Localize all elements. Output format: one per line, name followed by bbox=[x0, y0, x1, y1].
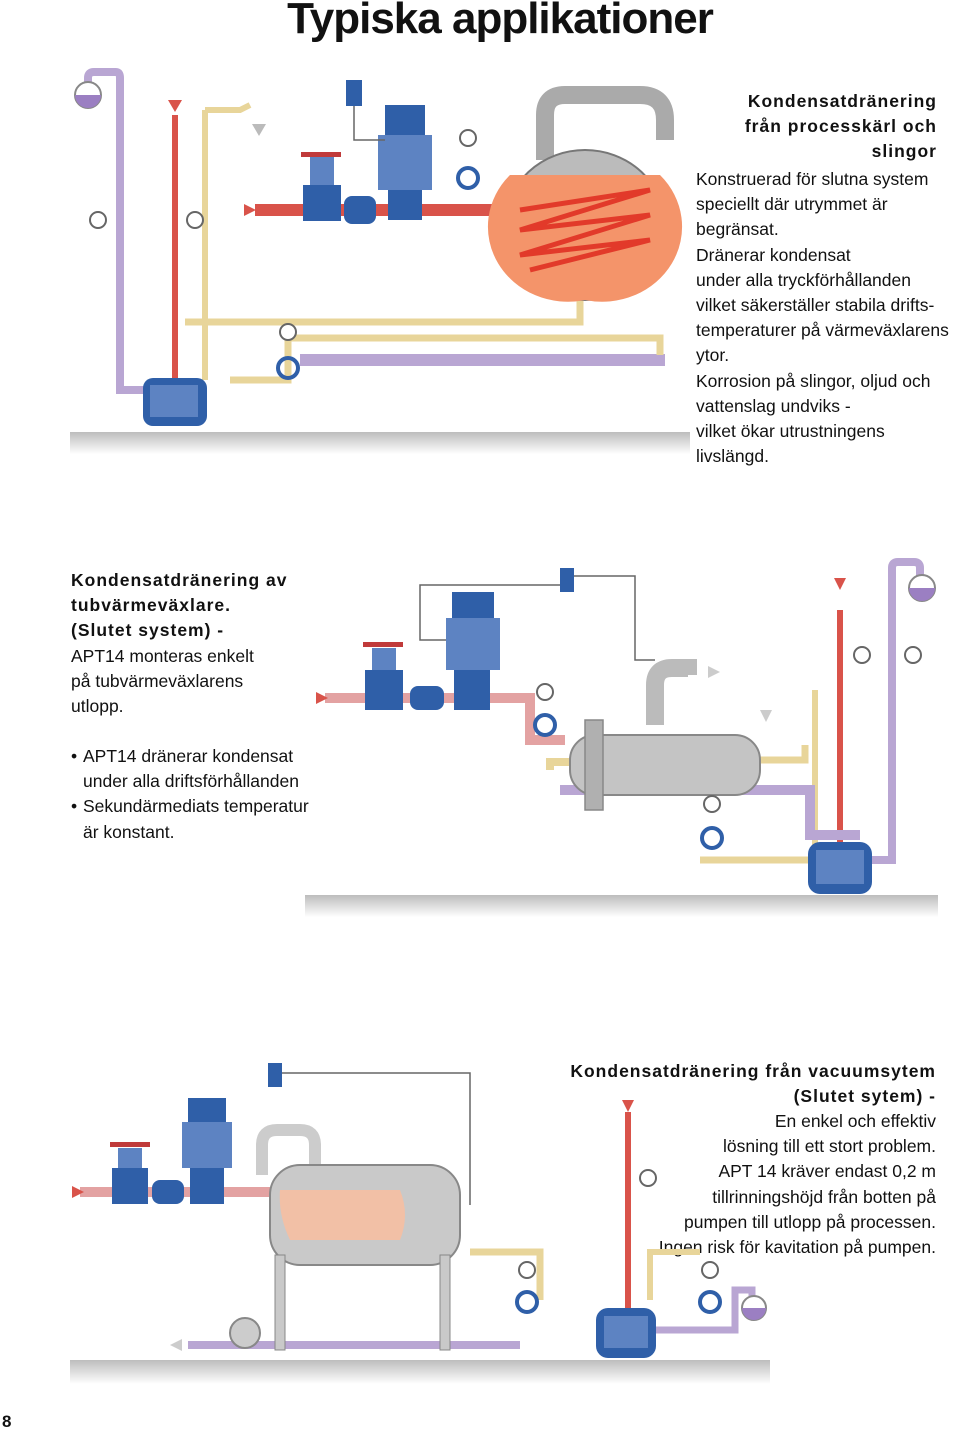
flow-arrow-icon bbox=[316, 692, 328, 704]
body-line: temperaturer på värmeväxlarens bbox=[696, 320, 949, 341]
body-line: utlopp. bbox=[71, 696, 124, 717]
pressure-gauge-icon bbox=[703, 795, 721, 813]
section-2-heading-line: tubvärmeväxlare. bbox=[71, 595, 231, 616]
exchanger-top-pipe bbox=[646, 659, 697, 725]
ff-controller-icon bbox=[346, 80, 362, 106]
section-2-heading-line: Kondensatdränering av bbox=[71, 570, 288, 590]
section-3-text: Kondensatdränering från vacuumsytem (Slu… bbox=[560, 1059, 936, 1109]
flow-arrow-icon bbox=[170, 1339, 182, 1351]
pressure-gauge-icon bbox=[639, 1169, 657, 1187]
body-line: APT 14 kräver endast 0,2 m bbox=[718, 1161, 936, 1182]
section-1-heading-line: från processkärl och bbox=[744, 116, 937, 137]
body-line: på tubvärmeväxlarens bbox=[71, 670, 244, 691]
section-3-heading-line: (Slutet sytem) - bbox=[793, 1086, 936, 1107]
section-3-body: En enkel och effektiv lösning till ett s… bbox=[600, 1109, 936, 1260]
air-vent-pipe bbox=[84, 68, 150, 394]
pressure-gauge-icon bbox=[536, 683, 554, 701]
pressure-gauge-icon bbox=[459, 129, 477, 147]
flow-arrow-icon bbox=[252, 124, 266, 136]
flow-arrow-icon bbox=[168, 100, 182, 112]
pressure-gauge-icon bbox=[279, 323, 297, 341]
heating-coil bbox=[519, 187, 651, 273]
pressure-gauge-icon bbox=[701, 1261, 719, 1279]
condensate-pipe bbox=[205, 102, 252, 113]
vacuum-pump-icon bbox=[229, 1317, 261, 1349]
section-2-heading-line: (Slutet system) - bbox=[71, 620, 225, 641]
section-1-body: Konstruerad för slutna system speciellt … bbox=[696, 167, 960, 469]
body-line: Ingen risk för kavitation på pumpen. bbox=[658, 1237, 936, 1258]
body-line: tillrinningshöjd från botten på bbox=[712, 1186, 936, 1207]
control-valve-icon bbox=[385, 105, 425, 135]
flow-arrow-icon bbox=[834, 578, 846, 590]
body-line: vattenslag undviks - bbox=[696, 395, 851, 416]
body-line: Korrosion på slingor, oljud och bbox=[696, 370, 931, 391]
body-line: Konstruerad för slutna system bbox=[696, 169, 929, 189]
body-line: Dränerar kondensat bbox=[696, 244, 851, 265]
page-number: 8 bbox=[2, 1412, 12, 1431]
flow-arrow-icon bbox=[708, 666, 720, 678]
condensate-pipe bbox=[470, 1248, 544, 1300]
apt14-pump-icon bbox=[596, 1308, 656, 1358]
diagram-vacuum-system bbox=[70, 1063, 770, 1384]
heat-exchanger bbox=[569, 734, 761, 796]
apt14-pump-icon bbox=[143, 378, 207, 426]
vessel-top-pipe bbox=[536, 86, 674, 160]
pressure-gauge-icon bbox=[853, 646, 871, 664]
floor bbox=[70, 432, 690, 454]
body-line: APT14 monteras enkelt bbox=[71, 645, 254, 666]
diagram-process-vessel bbox=[70, 68, 690, 454]
control-valve-icon bbox=[452, 592, 494, 618]
flow-arrow-icon bbox=[622, 1100, 634, 1112]
body-line: speciellt där utrymmet är bbox=[696, 194, 888, 215]
ff-controller-icon bbox=[560, 568, 574, 592]
section-3-heading-line: Kondensatdränering från vacuumsytem bbox=[570, 1061, 936, 1081]
condensate-pipe bbox=[185, 300, 584, 326]
floor bbox=[70, 1360, 770, 1384]
condensate-pipe bbox=[647, 1249, 700, 1300]
pressure-gauge-icon bbox=[904, 646, 922, 664]
ff-controller-icon bbox=[268, 1063, 282, 1087]
control-valve-icon bbox=[188, 1098, 226, 1122]
section-2-heading: Kondensatdränering av tubvärmeväxlare. (… bbox=[71, 568, 331, 719]
page-title: Typiska applikationer bbox=[287, 0, 714, 43]
body-line: livslängd. bbox=[696, 446, 769, 467]
apt14-pump-icon bbox=[808, 842, 872, 894]
floor bbox=[305, 895, 938, 917]
diagram-heat-exchanger bbox=[305, 558, 938, 917]
vessel-top-pipe bbox=[256, 1124, 321, 1175]
section-1-heading-line: Kondensatdränering bbox=[747, 91, 937, 111]
flow-arrow-icon bbox=[244, 204, 256, 216]
section-2-bullets: APT14 dränerar kondensat under alla drif… bbox=[71, 744, 331, 845]
body-line: pumpen till utlopp på processen. bbox=[684, 1211, 936, 1232]
bullet-item: APT14 dränerar kondensat under alla drif… bbox=[71, 744, 331, 794]
section-1-heading: Kondensatdränering från processkärl och … bbox=[580, 89, 937, 165]
body-line: ytor. bbox=[696, 345, 730, 366]
pressure-gauge-icon bbox=[186, 211, 204, 229]
body-line: vilket ökar utrustningens bbox=[696, 421, 885, 442]
section-1-heading-line: slingor bbox=[871, 141, 937, 162]
body-line: vilket säkerställer stabila drifts- bbox=[696, 295, 935, 316]
air-vent-pipe bbox=[870, 558, 924, 864]
flow-arrow-icon bbox=[72, 1186, 84, 1198]
body-line: En enkel och effektiv bbox=[774, 1111, 936, 1131]
body-line: lösning till ett stort problem. bbox=[722, 1136, 936, 1157]
pressure-gauge-icon bbox=[89, 211, 107, 229]
pressure-gauge-icon bbox=[518, 1261, 536, 1279]
body-line: begränsat. bbox=[696, 219, 779, 240]
bullet-item: Sekundärmediats temperatur är konstant. bbox=[71, 794, 331, 844]
body-line: under alla tryckförhållanden bbox=[696, 269, 911, 290]
flow-arrow-icon bbox=[760, 710, 772, 722]
